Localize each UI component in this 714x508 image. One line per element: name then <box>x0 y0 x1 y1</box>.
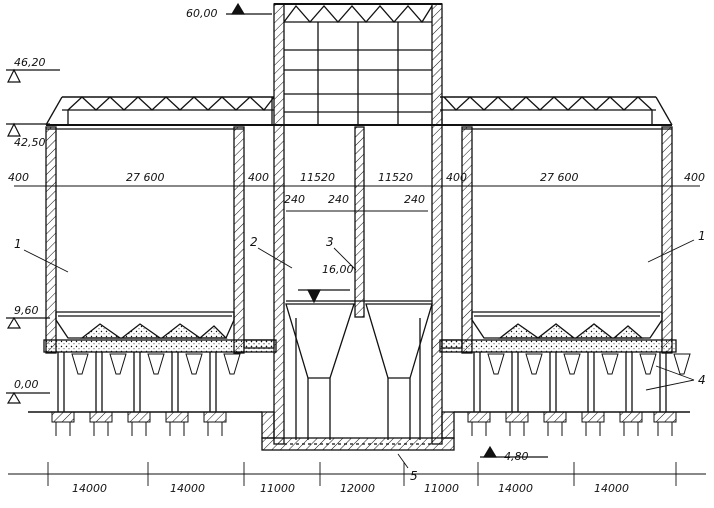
left-roof-truss <box>45 96 275 126</box>
column <box>209 352 241 412</box>
column <box>57 352 89 412</box>
bottom-dim-6: 14000 <box>498 482 533 495</box>
bottom-dim-7: 14000 <box>594 482 629 495</box>
column <box>659 352 691 412</box>
text-labels: 60,00 46,20 42,50 16,00 9,60 0,00 -4,80 … <box>8 7 706 495</box>
bottom-dim-4: 12000 <box>340 482 375 495</box>
callout-2: 2 <box>250 235 258 249</box>
pile <box>581 411 605 436</box>
elevation-pit: -4,80 <box>500 450 528 463</box>
column <box>133 352 165 412</box>
bottom-dim-5: 11000 <box>424 482 459 495</box>
dim-left-inner: 400 <box>248 171 269 184</box>
wall-thickness-3: 240 <box>404 193 425 206</box>
callout-4: 4 <box>698 373 706 387</box>
dimension-ticks <box>45 178 677 486</box>
foundation-pit <box>261 411 455 451</box>
callout-1-right: 1 <box>698 229 706 243</box>
wall-thickness-1: 240 <box>284 193 305 206</box>
column <box>511 352 543 412</box>
column <box>587 352 619 412</box>
elevation-top: 60,00 <box>186 7 218 20</box>
column <box>473 352 505 412</box>
column <box>625 352 657 412</box>
wall-thickness-2: 240 <box>328 193 349 206</box>
elevation-roof: 46,20 <box>14 56 46 69</box>
elevation-cover: 42,50 <box>14 136 46 149</box>
bottom-dim-3: 11000 <box>260 482 295 495</box>
pile <box>203 411 227 436</box>
pile <box>127 411 151 436</box>
pile <box>653 411 677 436</box>
elevation-bunker: 16,00 <box>322 263 354 276</box>
dim-left-span: 27 600 <box>126 171 165 184</box>
dim-center-right: 11520 <box>378 171 413 184</box>
left-silo <box>43 124 277 354</box>
dim-right-outer: 400 <box>684 171 705 184</box>
bottom-dim-1: 14000 <box>72 482 107 495</box>
silo-columns <box>57 352 691 412</box>
right-roof-truss <box>440 96 673 126</box>
dim-right-inner: 400 <box>446 171 467 184</box>
pile <box>165 411 189 436</box>
right-silo <box>439 124 677 354</box>
callout-3: 3 <box>326 235 334 249</box>
pile <box>543 411 567 436</box>
pile <box>619 411 643 436</box>
bottom-dim-2: 14000 <box>170 482 205 495</box>
pile <box>505 411 529 436</box>
column <box>549 352 581 412</box>
pile <box>89 411 113 436</box>
elevation-floor: 9,60 <box>14 304 39 317</box>
callout-5: 5 <box>410 469 418 483</box>
elevation-markers <box>6 2 548 458</box>
callout-1-left: 1 <box>14 237 22 251</box>
dim-right-span: 27 600 <box>540 171 579 184</box>
callout-leaders <box>23 239 695 469</box>
column <box>95 352 127 412</box>
pile-foundations <box>51 411 677 436</box>
pile <box>467 411 491 436</box>
central-tower <box>243 3 463 445</box>
elevation-ground: 0,00 <box>14 378 39 391</box>
pile <box>51 411 75 436</box>
dim-left-outer: 400 <box>8 171 29 184</box>
column <box>171 352 203 412</box>
dim-center-left: 11520 <box>300 171 335 184</box>
